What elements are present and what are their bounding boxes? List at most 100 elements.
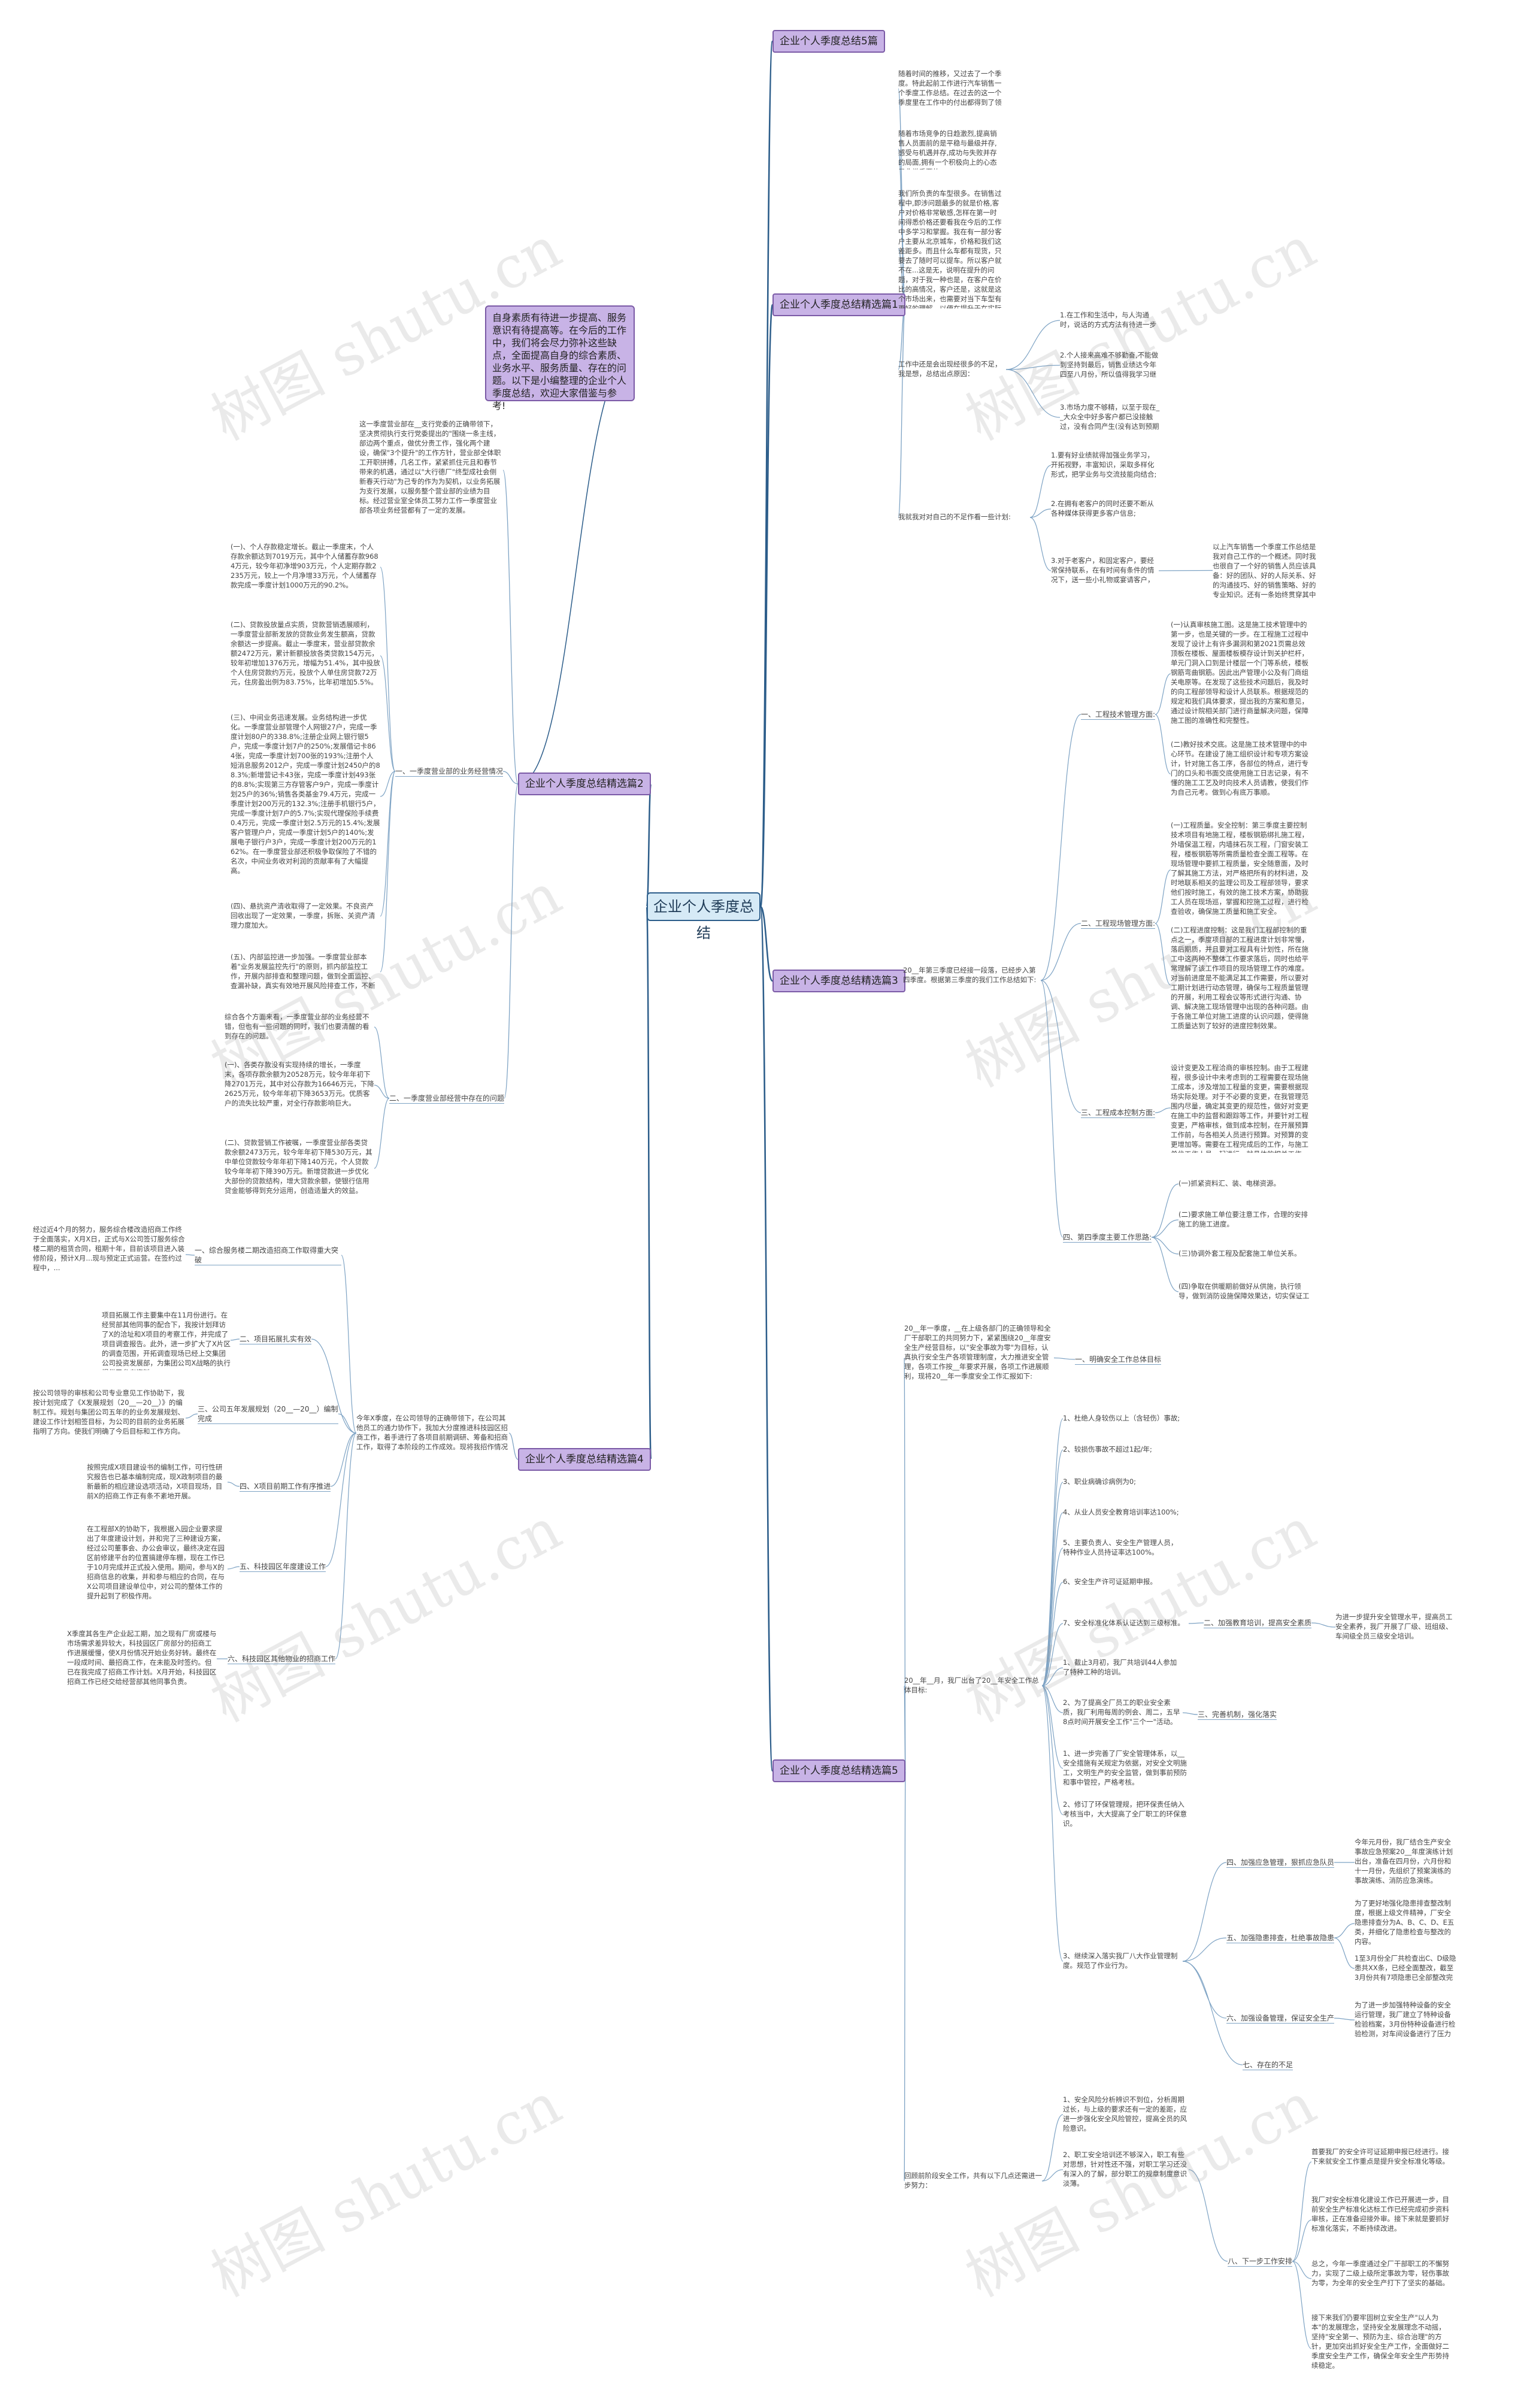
leaf-text: 5、主要负责人、安全生产管理人员，特种作业人员持证率达100%。 xyxy=(1063,1538,1178,1556)
leaf-text: 1.要有好业绩就得加强业务学习，开拓视野，丰富知识，采取多样化形式，把学业务与交… xyxy=(1051,451,1157,478)
branch-selected-1[interactable]: 企业个人季度总结精选篇1 xyxy=(772,293,905,316)
connector xyxy=(230,1338,240,1341)
connector xyxy=(1041,1685,1064,1962)
connector xyxy=(1041,1685,1064,1713)
intro-summary-node[interactable]: 自身素质有待进一步提高、服务意识有待提高等。在今后的工作中，我们将会尽力弥补这些… xyxy=(485,305,635,411)
leaf-text: X季度其各生产企业起工期，加之现有厂房或楼与市场需求差异较大，科技园区厂房部分的… xyxy=(67,1629,217,1686)
connector xyxy=(1053,1357,1075,1360)
leaf-text: 1至3月份全厂共检查出C、D级隐患共XX条，已经全面整改，截至3月份共有7项隐患… xyxy=(1355,1954,1456,1983)
sub-topic: 五、科技园区年度建设工作 xyxy=(240,1562,326,1572)
leaf-text: 7、安全标准化体系认证达到三级标准。 xyxy=(1063,1619,1184,1627)
connector xyxy=(1292,2261,1312,2349)
sub-topic: 二、加强教育培训，提高安全素质 xyxy=(1204,1619,1312,1628)
connector xyxy=(517,353,635,785)
connector xyxy=(1155,1107,1171,1113)
leaf-text: (一)、各类存款没有实现持续的增长，一季度末，各项存款余额为20528万元，较今… xyxy=(225,1061,374,1107)
sub-topic: 三、公司五年发展规划（20__—20__）编制完成 xyxy=(198,1405,338,1424)
connector xyxy=(1155,869,1171,924)
leaf-text: 这一季度营业部在__支行党委的正确带领下，坚决贯彻执行支行党委提出的"围绕一条主… xyxy=(359,420,501,514)
connector xyxy=(1041,1582,1064,1686)
leaf-text: 首要我厂的安全许可证延期申报已经进行。接下来就安全工作重点是提升安全标准化等级。 xyxy=(1311,2147,1449,2165)
connector xyxy=(759,905,774,1772)
leaf-text: 2.个人接来高难不够勤奋,不能做到坚持到最后，销售业绩达今年四至八月份，所以值得… xyxy=(1060,351,1159,380)
leaf-text: 2、修订了环保管理规，把环保责任纳入考核当中，大大提高了全厂职工的环保意识。 xyxy=(1063,1800,1187,1828)
sub-topic: 三、工程成本控制方面: xyxy=(1081,1108,1156,1118)
branch-summary-5[interactable]: 企业个人季度总结5篇 xyxy=(772,30,885,53)
leaf-text: 为了更好地强化隐患排查整改制度，根据上级文件精神，厂安全隐患排查分为A、B、C、… xyxy=(1355,1899,1455,1946)
leaf-text: (二)、贷款投放量点实质，贷款营销透展顺利，一季度营业部新发放的贷款业务发生额高… xyxy=(231,620,380,686)
leaf-text: 经过近4个月的努力，服务综合楼改造招商工作终于全面落实，X月X日，正式与X公司签… xyxy=(33,1225,185,1272)
connector xyxy=(380,567,396,772)
leaf-text: 20__年一季度，__在上级各部门的正确领导和全厂干部职工的共同努力下，紧紧围绕… xyxy=(904,1324,1051,1380)
sub-topic: 一、综合服务楼二期改造招商工作取得重大突破 xyxy=(195,1246,341,1265)
leaf-text: 设计变更及工程洽商的审核控制。由于工程建程，很多设计中未考虑到的工程需要在现场施… xyxy=(1171,1064,1308,1153)
connector xyxy=(1155,673,1171,715)
connector xyxy=(1182,1937,1227,1962)
sub-topic: 三、完善机制，强化落实 xyxy=(1198,1710,1277,1720)
connector xyxy=(1155,714,1171,775)
connector xyxy=(1029,508,1052,518)
leaf-text: 1.在工作和生活中，与人沟通时，说话的方式方法有待进一步改进。 xyxy=(1060,311,1156,331)
leaf-text: 2、较损伤事故不超过1起/年; xyxy=(1063,1445,1152,1453)
leaf-text: 我们所负责的车型很多。在销售过程中,即涉问题最多的就是价格,客户对价格非常敏感,… xyxy=(898,189,1002,308)
leaf-text: (五)、内部监控进一步加强。一季度营业部本着"业务发展监控先行"的原则，抓内部监… xyxy=(231,953,375,992)
connector xyxy=(508,1432,519,1460)
branch-selected-4[interactable]: 企业个人季度总结精选篇4 xyxy=(518,1448,651,1471)
connector xyxy=(502,470,519,785)
connector xyxy=(1334,1923,1355,1938)
connector xyxy=(1182,1961,1243,2065)
leaf-text: (四)争取在供暖期前做好从供施，执行领导，做到消防设施保障效果达，切实保证工程工… xyxy=(1178,1282,1310,1302)
connector xyxy=(1151,1237,1179,1292)
connector xyxy=(1182,1961,1227,2019)
leaf-text: (一)工程质量。安全控制：第三季度主要控制技术项目有地施工程，楼板钢筋绑扎施工程… xyxy=(1171,821,1308,916)
leaf-text: (三)、中间业务迅速发展。业务结构进一步优化。一季度营业部管理个人网银27户，完… xyxy=(231,713,380,875)
sub-topic: 20__年__月，我厂出台了20__年安全工作总体目标: xyxy=(904,1676,1039,1694)
branch-selected-3[interactable]: 企业个人季度总结精选篇3 xyxy=(772,970,905,992)
sub-topic: 一、工程技术管理方面: xyxy=(1081,710,1156,720)
sub-topic: 四、第四季度主要工作思路: xyxy=(1063,1233,1152,1243)
sub-topic: 七、存在的不足 xyxy=(1243,2061,1293,2070)
leaf-text: (二)教好技术交底。这是施工技术管理中的中心环节。在建设了施工组织设计和专项方案… xyxy=(1171,740,1308,796)
leaf-text: 6、安全生产许可证延期申报。 xyxy=(1063,1577,1157,1586)
connector xyxy=(1041,2169,1064,2182)
leaf-text: 今年元月份，我厂结合生产安全事故应急预案20__年度演练计划出台，准备在四月份，… xyxy=(1355,1838,1453,1885)
connector xyxy=(185,1413,198,1419)
leaf-text: 1、截止3月初，我厂共培训44人参加了特种工种的培训。 xyxy=(1063,1658,1177,1676)
connector xyxy=(227,1566,240,1570)
sub-topic: 二、工程现场管理方面: xyxy=(1081,919,1156,929)
sub-topic: 四、加强应急管理，狠抓应急队员 xyxy=(1226,1858,1335,1868)
leaf-text: 3.市场力度不够精，以至于现在__大众全中好多客户都已没接触过，没有合同产生(没… xyxy=(1060,403,1160,432)
sub-topic: 回顾前阶段安全工作，共有以下几点还需进一步努力： xyxy=(904,2171,1042,2189)
leaf-text: 按公司领导的审核和公司专业意见工作协助下，我按计划完成了《X发展规划（20__—… xyxy=(33,1389,184,1435)
leaf-text: 2、职工安全培训还不够深入，职工有些对思想，针对性还不强，对职工学习还没有深入的… xyxy=(1063,2150,1187,2188)
connector xyxy=(374,1026,390,1099)
leaf-text: (二)要求施工单位要注意工作，合理的安排施工的施工进度。 xyxy=(1178,1210,1308,1228)
leaf-text: 4、从业人员安全教育培训率达100%; xyxy=(1063,1508,1179,1516)
connector xyxy=(338,1413,357,1434)
leaf-text: 今年X季度，在公司领导的正确带领下，在公司其他员工的通力协作下，我加大分度推进科… xyxy=(356,1414,508,1453)
connector xyxy=(380,771,396,797)
connector xyxy=(1041,1449,1064,1686)
leaf-text: 以上汽车销售一个季度工作总结是我对自己工作的一个概述。同时我也很自了一个好的销售… xyxy=(1213,543,1316,599)
connector xyxy=(1182,1862,1227,1962)
connector xyxy=(1334,1937,1355,1969)
connector xyxy=(1040,923,1081,981)
leaf-text: (二)、贷款营销工作被嘱，一季度营业部各类贷款余额2473万元，较今年年初下降5… xyxy=(225,1138,372,1195)
branch-selected-5[interactable]: 企业个人季度总结精选篇5 xyxy=(772,1759,905,1782)
connector xyxy=(646,783,652,908)
connector xyxy=(1005,369,1061,418)
sub-topic: 八、下一步工作安排 xyxy=(1228,2257,1293,2267)
connector xyxy=(1040,980,1064,1238)
leaf-text: 我厂对安全标准化建设工作已开展进一步，目前安全生产标准化达标工作已经完成初步资料… xyxy=(1311,2195,1449,2233)
branch-selected-2[interactable]: 企业个人季度总结精选篇2 xyxy=(518,773,651,795)
connector xyxy=(1041,1623,1064,1686)
leaf-text: 随着市场竞争的日趋激烈,提高销售人员面前的是平稳与最级并存,感受与机遇并存,成功… xyxy=(898,129,997,169)
leaf-text: 综合各个方面来看，一季度营业部的业务经营不错，但也有一些问题的同时，我们也要清醒… xyxy=(225,1013,369,1040)
leaf-text: 1、杜绝人身较伤以上（含轻伤）事故; xyxy=(1063,1414,1180,1422)
leaf-text: (一)、个人存款稳定增长。截止一季度末，个人存款余额达到7019万元，其中个人储… xyxy=(231,543,378,589)
leaf-text: 为了进一步加强特种设备的安全运行管理，我厂建立了特种设备检验档案，3月份特种设备… xyxy=(1355,2001,1456,2040)
sub-topic: 五、加强隐患排查，杜绝事故隐患 xyxy=(1226,1934,1335,1943)
root-topic[interactable]: 企业个人季度总结 xyxy=(647,892,761,941)
sub-topic: 一、一季度营业部的业务经营情况 xyxy=(395,767,504,777)
leaf-text: 2、为了提高全厂员工的职业安全素质，我厂利用每周的例会、周二，五早8点时间开展安… xyxy=(1063,1698,1180,1726)
